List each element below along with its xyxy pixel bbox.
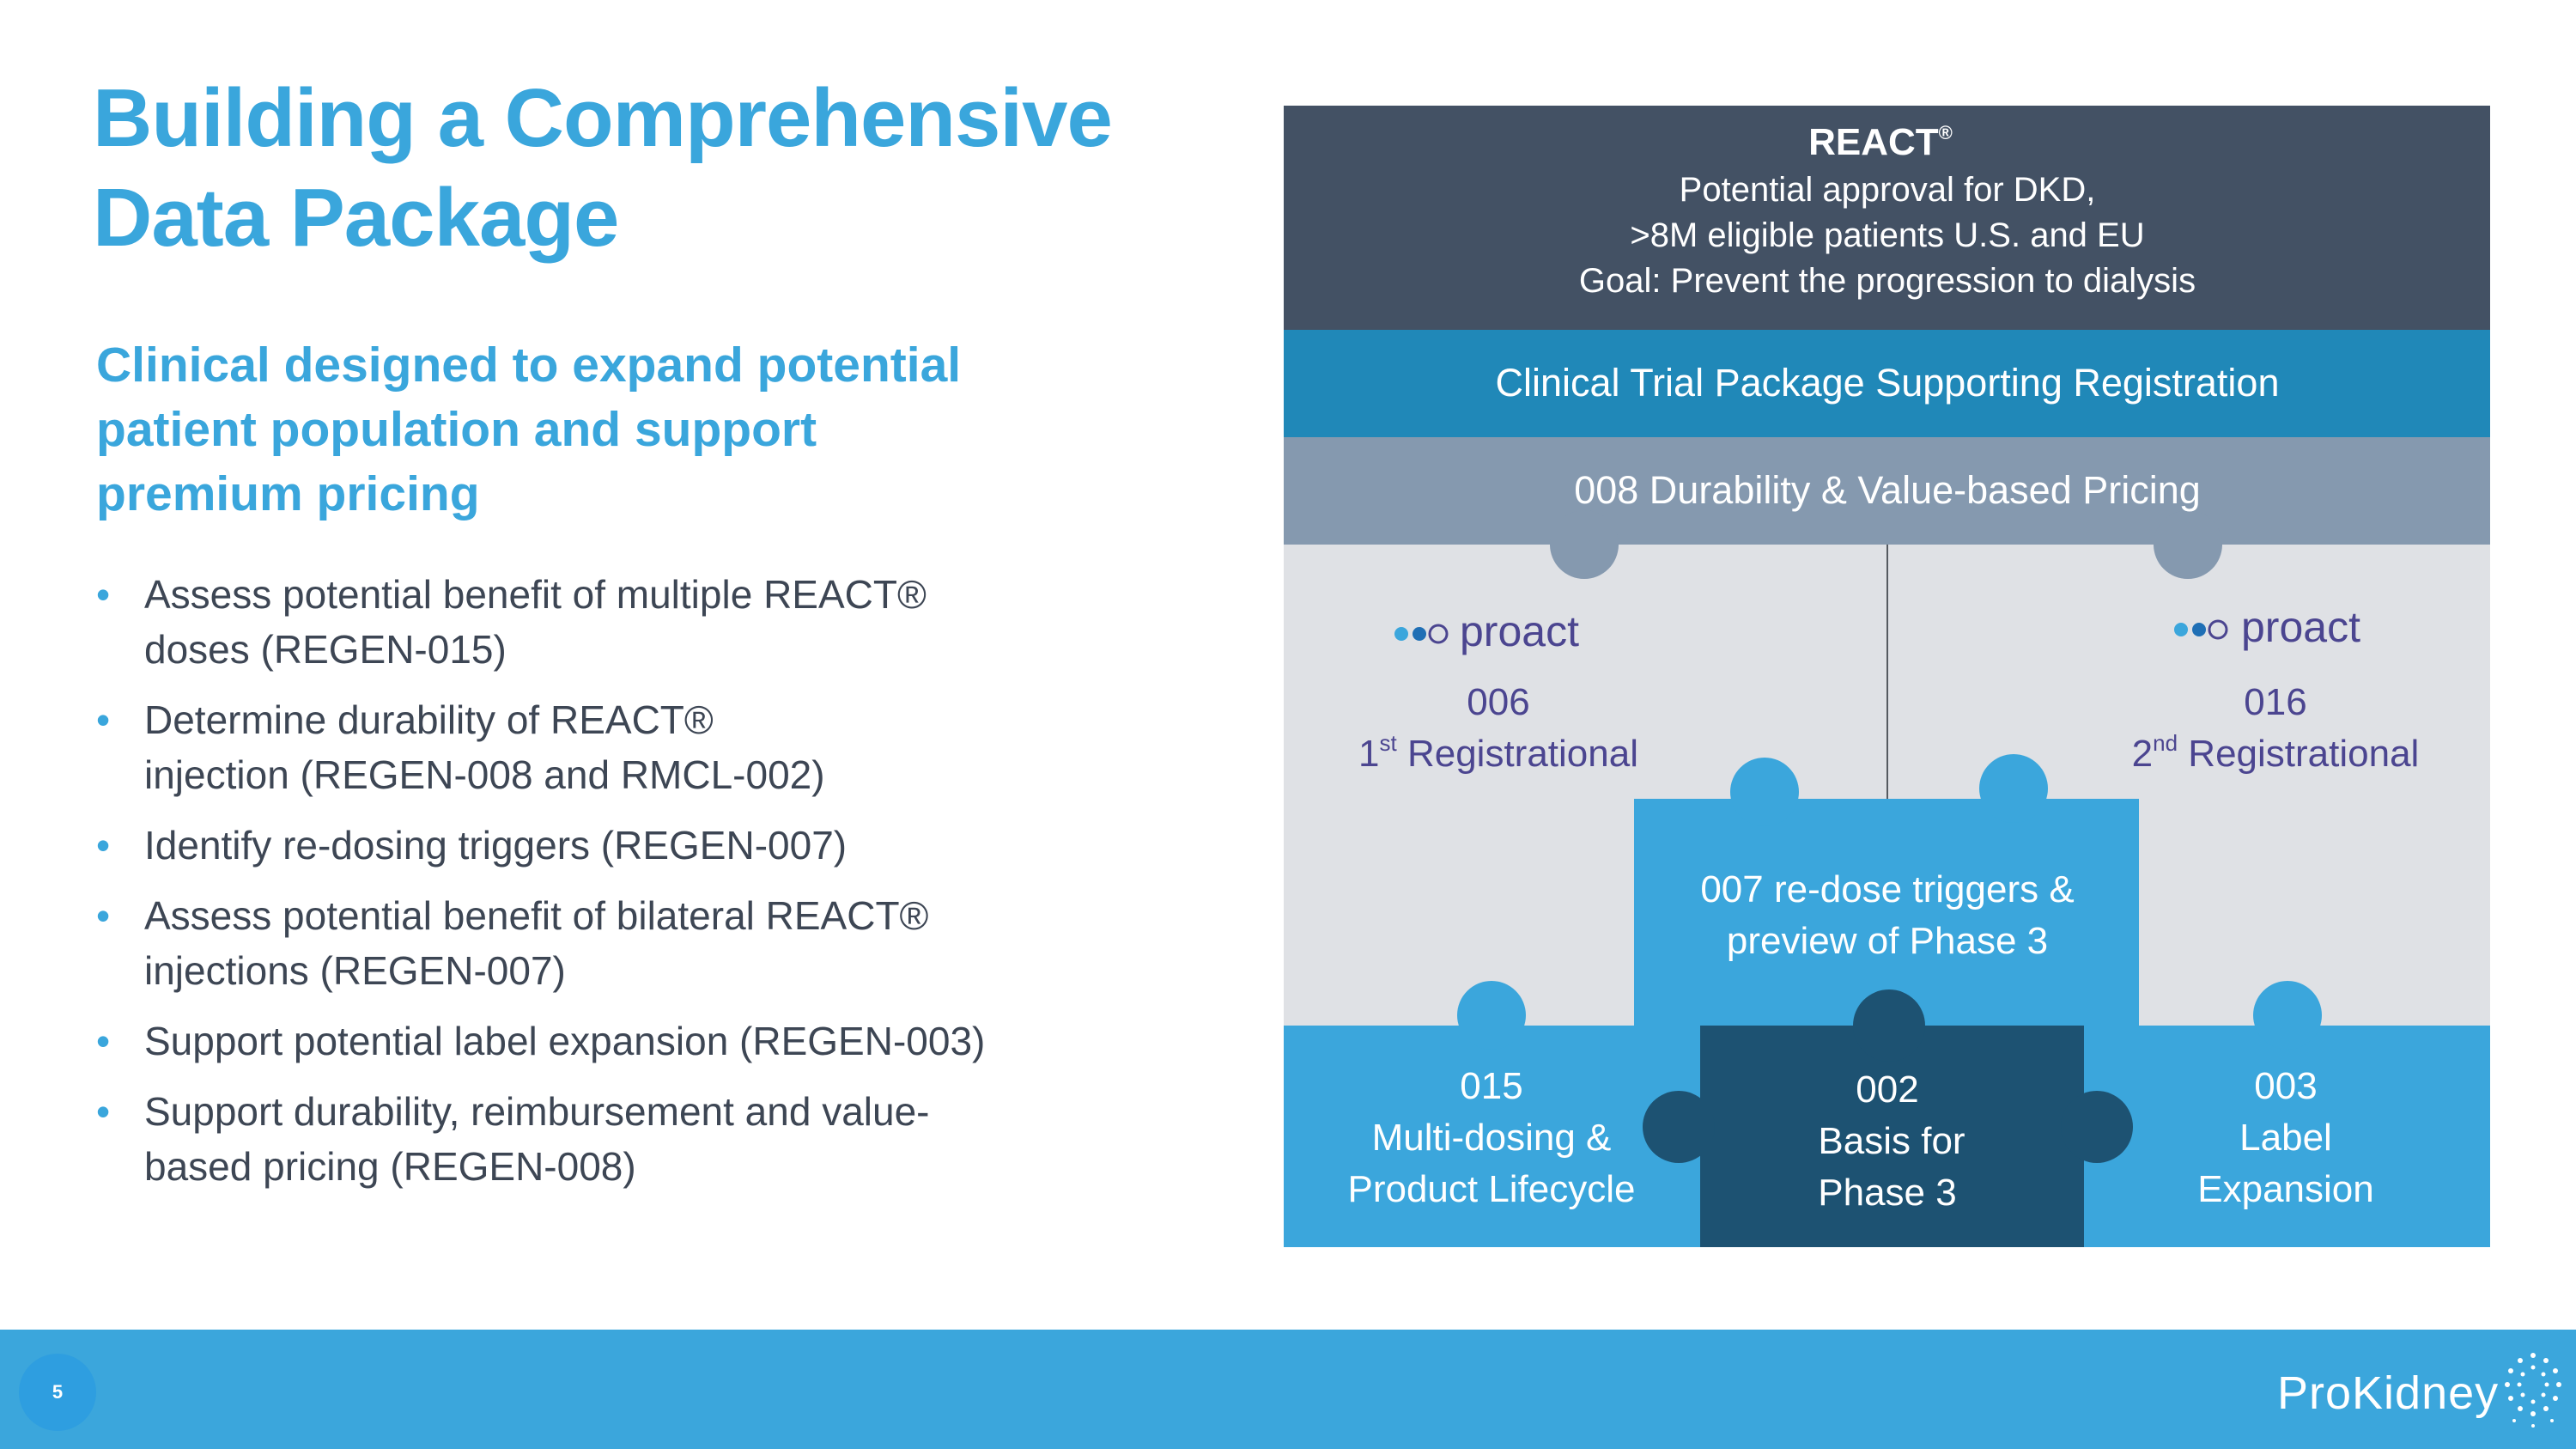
- puzzle-tab: [1853, 989, 1925, 1062]
- puzzle-tab: [2154, 510, 2222, 579]
- puzzle-tab: [1457, 981, 1526, 1050]
- page-subtitle: Clinical designed to expand potential pa…: [96, 333, 1109, 527]
- react-header-block: [1284, 106, 2490, 330]
- center-piece-line-1: 007 re-dose triggers &: [1700, 868, 2074, 910]
- proact-logo-left: proact: [1394, 607, 1579, 655]
- puzzle-tab: [2061, 1091, 2133, 1163]
- react-header-line-2: >8M eligible patients U.S. and EU: [1630, 216, 2144, 254]
- subtitle-line-3: premium pricing: [96, 466, 480, 521]
- bottom-right-line-1: 003: [2254, 1065, 2317, 1107]
- proact-logo-right: proact: [2174, 603, 2360, 651]
- react-header-line-1: Potential approval for DKD,: [1680, 171, 2096, 209]
- basis-line-2: Basis for: [1818, 1120, 1965, 1162]
- puzzle-tab: [2253, 981, 2322, 1050]
- center-piece-line-2: preview of Phase 3: [1727, 920, 2048, 962]
- subtitle-line-2: patient population and support: [96, 402, 817, 457]
- bullet-item: Support durability, reimbursement and va…: [96, 1084, 1127, 1194]
- page-number-badge: 5: [19, 1354, 96, 1431]
- puzzle-tab: [1643, 1091, 1715, 1163]
- bottom-left-piece: [1284, 1026, 1700, 1247]
- title-line-1: Building a Comprehensive: [93, 72, 1113, 164]
- trial-006-label: 1st Registrational: [1358, 730, 1638, 775]
- bullet-item: Identify re-dosing triggers (REGEN-007): [96, 818, 1127, 873]
- puzzle-tab: [1550, 510, 1619, 579]
- basis-line-1: 002: [1856, 1068, 1918, 1111]
- trial-006-number: 006: [1467, 681, 1529, 723]
- bullet-list: Assess potential benefit of multiple REA…: [96, 567, 1127, 1209]
- durability-band: [1284, 437, 2490, 545]
- bullet-item: Determine durability of REACT®injection …: [96, 692, 1127, 802]
- prokidney-starburst-icon: [2505, 1353, 2561, 1428]
- registration-band: [1284, 330, 2490, 437]
- proact-logo-text: proact: [2241, 603, 2360, 651]
- react-header-line-3: Goal: Prevent the progression to dialysi…: [1579, 262, 2196, 300]
- subtitle-line-1: Clinical designed to expand potential: [96, 338, 962, 393]
- basis-piece: [1700, 1026, 2084, 1247]
- registration-band-label: Clinical Trial Package Supporting Regist…: [1496, 361, 2280, 405]
- react-brand: REACT®: [1808, 121, 1953, 163]
- prokidney-logo: ProKidney: [2277, 1367, 2500, 1419]
- durability-band-label: 008 Durability & Value-based Pricing: [1574, 468, 2201, 512]
- puzzle-tab: [1979, 754, 2048, 823]
- bottom-right-line-2: Label: [2239, 1117, 2332, 1159]
- bottom-left-line-2: Multi-dosing &: [1372, 1117, 1612, 1159]
- bottom-right-piece: [2084, 1026, 2490, 1247]
- bullet-item: Assess potential benefit of bilateral RE…: [96, 888, 1127, 998]
- bottom-left-line-1: 015: [1460, 1065, 1522, 1107]
- bottom-left-line-3: Product Lifecycle: [1347, 1168, 1635, 1210]
- page-title: Building a Comprehensive Data Package: [93, 69, 1113, 268]
- center-piece: [1634, 799, 2139, 1026]
- bullet-item: Assess potential benefit of multiple REA…: [96, 567, 1127, 677]
- trial-puzzle-diagram: REACT® Potential approval for DKD, >8M e…: [1284, 106, 2490, 1247]
- basis-line-3: Phase 3: [1818, 1172, 1956, 1214]
- footer-bar: [0, 1330, 2576, 1449]
- trial-016-number: 016: [2244, 681, 2306, 723]
- puzzle-tab: [1730, 758, 1799, 826]
- trial-016-label: 2nd Registrational: [2132, 730, 2420, 775]
- title-line-2: Data Package: [93, 172, 619, 264]
- bottom-right-line-3: Expansion: [2197, 1168, 2373, 1210]
- bullet-item: Support potential label expansion (REGEN…: [96, 1014, 1127, 1068]
- proact-logo-text: proact: [1460, 607, 1579, 655]
